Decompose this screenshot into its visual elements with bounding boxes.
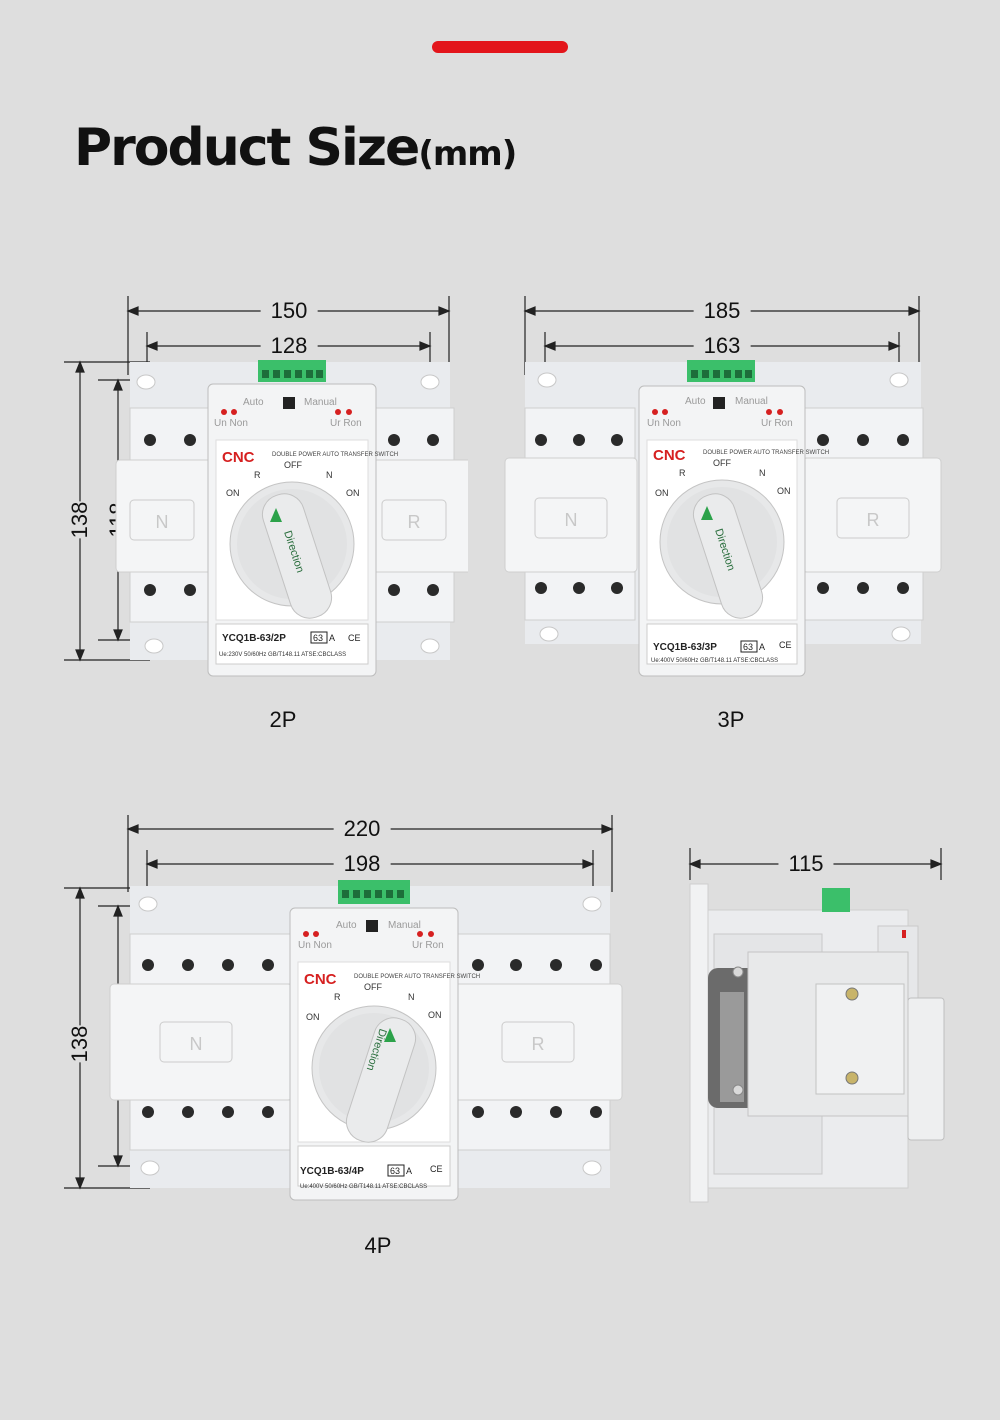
svg-text:Manual: Manual: [304, 397, 337, 408]
svg-text:YCQ1B-63/4P: YCQ1B-63/4P: [300, 1166, 364, 1177]
title-unit: (mm): [418, 134, 517, 174]
svg-text:ON: ON: [777, 486, 791, 496]
svg-text:N: N: [565, 510, 578, 530]
svg-text:Un Non: Un Non: [647, 418, 681, 429]
svg-text:Ur Ron: Ur Ron: [761, 418, 793, 429]
svg-text:CE: CE: [430, 1164, 443, 1174]
switch-3p-image: N R Auto Manual Un Non Ur Ron CNC DOUBLE…: [503, 360, 943, 680]
switch-4p-image: N R Auto Manual Un Non Ur Ron CNC DOUBLE…: [108, 878, 628, 1208]
switch-side-view-image: [688, 882, 948, 1204]
svg-text:Auto: Auto: [685, 396, 706, 407]
svg-text:Un Non: Un Non: [214, 418, 248, 429]
title-text: Product Size: [74, 118, 420, 178]
svg-text:N: N: [326, 470, 333, 480]
svg-text:Ue:400V 50/60Hz GB/T148.11 A: Ue:400V 50/60Hz GB/T148.11 ATSE:CBCLASS: [300, 1184, 427, 1190]
dim-3p-outer-width: 185: [693, 300, 751, 322]
caption-4p: 4P: [364, 1233, 392, 1258]
svg-text:OFF: OFF: [713, 458, 731, 468]
switch-2p-image: N R Auto Manual Un Non Ur Ron CNC DOUBLE…: [108, 360, 468, 680]
svg-text:DOUBLE POWER AUTO TRANSFER SWI: DOUBLE POWER AUTO TRANSFER SWITCH: [272, 452, 398, 458]
svg-text:Ue:230V 50/60Hz GB/T148.11 A: Ue:230V 50/60Hz GB/T148.11 ATSE:CBCLASS: [219, 652, 346, 658]
svg-text:ON: ON: [306, 1012, 320, 1022]
accent-bar: [432, 41, 568, 53]
svg-text:R: R: [867, 510, 880, 530]
caption-3p: 3P: [717, 707, 745, 732]
svg-text:Ue:400V 50/60Hz GB/T148.11 A: Ue:400V 50/60Hz GB/T148.11 ATSE:CBCLASS: [651, 658, 778, 664]
svg-text:Auto: Auto: [336, 920, 357, 931]
svg-text:R: R: [334, 992, 341, 1002]
svg-text:N: N: [190, 1034, 203, 1054]
dim-3p-inner-width: 163: [693, 335, 751, 357]
dim-2p-outer-width: 150: [260, 300, 318, 322]
svg-text:N: N: [156, 512, 169, 532]
svg-text:YCQ1B-63/3P: YCQ1B-63/3P: [653, 642, 717, 653]
svg-text:CNC: CNC: [222, 449, 255, 466]
svg-text:ON: ON: [428, 1010, 442, 1020]
svg-text:YCQ1B-63/2P: YCQ1B-63/2P: [222, 633, 286, 644]
svg-text:Un Non: Un Non: [298, 940, 332, 951]
svg-text:R: R: [679, 468, 686, 478]
caption-2p: 2P: [269, 707, 297, 732]
svg-text:CNC: CNC: [653, 447, 686, 464]
dim-2p-outer-height: 138: [61, 501, 99, 539]
svg-text:ON: ON: [346, 488, 360, 498]
svg-text:OFF: OFF: [364, 982, 382, 992]
dim-4p-outer-width: 220: [333, 818, 391, 840]
svg-text:CNC: CNC: [304, 971, 337, 988]
svg-text:DOUBLE POWER AUTO TRANSFER SWI: DOUBLE POWER AUTO TRANSFER SWITCH: [703, 450, 829, 456]
svg-text:R: R: [408, 512, 421, 532]
svg-text:DOUBLE POWER AUTO TRANSFER SWI: DOUBLE POWER AUTO TRANSFER SWITCH: [354, 974, 480, 980]
svg-text:ON: ON: [226, 488, 240, 498]
svg-text:A: A: [759, 642, 765, 652]
svg-text:N: N: [759, 468, 766, 478]
svg-text:Ur Ron: Ur Ron: [330, 418, 362, 429]
svg-text:63: 63: [313, 633, 323, 643]
svg-text:A: A: [329, 633, 335, 643]
svg-text:63: 63: [390, 1166, 400, 1176]
svg-text:CE: CE: [348, 633, 361, 643]
svg-text:A: A: [406, 1166, 412, 1176]
svg-text:OFF: OFF: [284, 460, 302, 470]
svg-text:Auto: Auto: [243, 397, 264, 408]
svg-text:R: R: [254, 470, 261, 480]
dim-2p-inner-width: 128: [260, 335, 318, 357]
dim-4p-inner-width: 198: [333, 853, 391, 875]
dim-side-depth: 115: [778, 853, 834, 875]
svg-text:R: R: [532, 1034, 545, 1054]
svg-text:ON: ON: [655, 488, 669, 498]
page-title: Product Size(mm): [74, 118, 517, 178]
svg-text:N: N: [408, 992, 415, 1002]
svg-text:Manual: Manual: [388, 920, 421, 931]
svg-text:CE: CE: [779, 640, 792, 650]
svg-text:Ur Ron: Ur Ron: [412, 940, 444, 951]
svg-text:Manual: Manual: [735, 396, 768, 407]
svg-text:63: 63: [743, 642, 753, 652]
dim-4p-outer-height: 138: [61, 1025, 99, 1063]
